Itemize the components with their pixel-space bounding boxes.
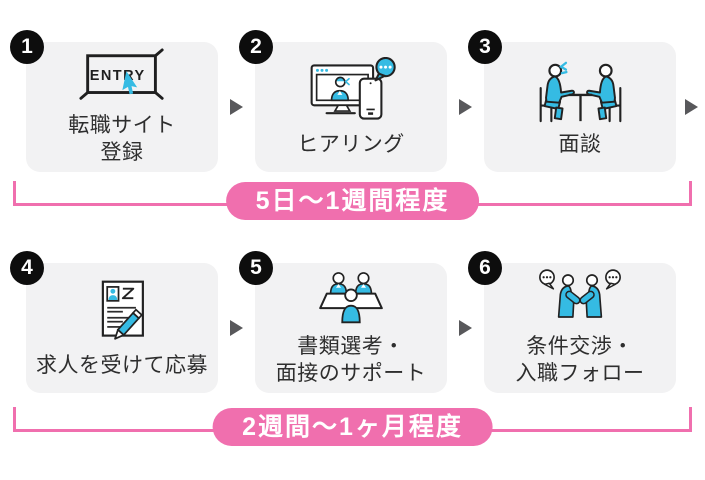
step-label-line: 条件交渉・ [526, 335, 634, 358]
step-label-line: 登録 [100, 141, 144, 164]
step-label-line: 書類選考・ [297, 335, 405, 358]
arrow-right-icon [676, 99, 705, 115]
entry-text: ENTRY [89, 68, 145, 84]
step-card-6: 6 [468, 251, 676, 393]
interview-support-icon [311, 269, 391, 329]
step-number-badge: 1 [10, 30, 44, 64]
step-number-badge: 2 [239, 30, 273, 64]
entry-form-icon: ENTRY [72, 48, 173, 108]
step-number-badge: 4 [10, 251, 44, 285]
step-label-line: ヒアリング [297, 132, 405, 156]
arrow-right-icon [218, 320, 255, 336]
step-card-3: 3 [468, 30, 676, 172]
handshake-icon [538, 269, 622, 329]
step-label: 条件交渉・ 入職フォロー [516, 333, 645, 387]
step-label: 書類選考・ 面接のサポート [276, 333, 427, 387]
video-call-icon [305, 56, 398, 127]
step-label-line: 入職フォロー [515, 362, 645, 385]
step-card-1: 1 ENTRY 転職サイト 登録 [10, 30, 218, 172]
step-number-badge: 5 [239, 251, 273, 285]
step-label: 転職サイト 登録 [68, 112, 176, 166]
duration-pill-1: 5日〜1週間程度 [225, 182, 480, 220]
step-number-badge: 3 [468, 30, 502, 64]
duration-pill-2: 2週間〜1ヶ月程度 [212, 408, 493, 446]
arrow-right-icon [447, 99, 484, 115]
step-label-line: 求人を受けて応募 [36, 353, 208, 377]
duration-bracket-1: 5日〜1週間程度 [13, 181, 692, 220]
step-label: 求人を受けて応募 [36, 352, 208, 379]
step-label: ヒアリング [297, 131, 405, 158]
flow-row-2: 4 [0, 251, 705, 393]
step-label-line: 面談 [558, 132, 602, 156]
step-label-line: 転職サイト [68, 114, 176, 137]
arrow-right-icon [218, 99, 255, 115]
resume-icon [82, 278, 162, 348]
step-number-badge: 6 [468, 251, 502, 285]
meeting-icon [530, 57, 631, 127]
duration-bracket-2: 2週間〜1ヶ月程度 [13, 407, 692, 446]
step-card-4: 4 [10, 251, 218, 393]
step-card-5: 5 書類選考・ 面接のサポート [239, 251, 447, 393]
step-card-2: 2 [239, 30, 447, 172]
step-label-line: 面接のサポート [275, 362, 427, 385]
arrow-right-icon [447, 320, 484, 336]
step-label: 面談 [559, 131, 602, 158]
flow-row-1: 1 ENTRY 転職サイト 登録 2 [0, 30, 705, 172]
